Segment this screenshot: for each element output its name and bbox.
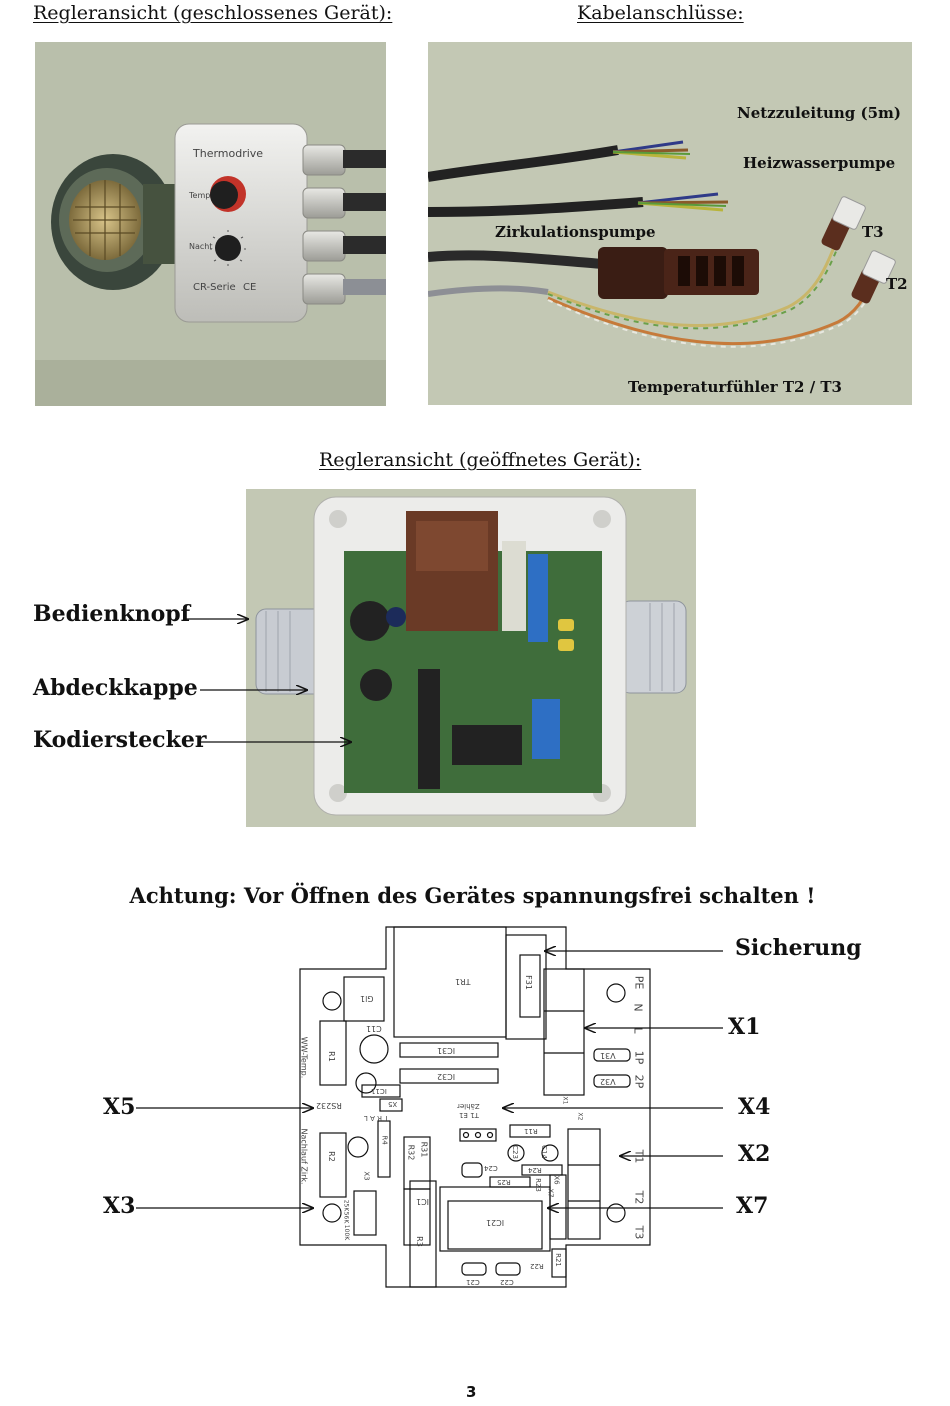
pcb-c22: C22 bbox=[500, 1278, 514, 1286]
page-number: 3 bbox=[466, 1383, 477, 1401]
pcb-c21: C21 bbox=[466, 1278, 480, 1286]
label-t2: T2 bbox=[886, 275, 908, 293]
pcb-n: N bbox=[631, 1003, 645, 1012]
pcb-t1: T1 bbox=[632, 1149, 646, 1164]
photo-cable-connections: Netzzuleitung (5m) Heizwasserpumpe Zirku… bbox=[427, 42, 912, 405]
pcb-x3: X3 bbox=[362, 1171, 371, 1181]
pcb-r22: R22 bbox=[530, 1262, 544, 1270]
pcb-t1e1: T1 E1 bbox=[459, 1111, 479, 1119]
pcb-1p: 1P bbox=[632, 1050, 646, 1065]
photo-closed-device: Thermodrive Temp Nacht CR-Serie CE bbox=[35, 42, 386, 406]
pcb-r25: R25 bbox=[497, 1178, 511, 1186]
label-x4: X4 bbox=[738, 1094, 771, 1120]
pcb-zaehler: Zähler bbox=[457, 1102, 480, 1110]
pcb-l: L bbox=[631, 1027, 645, 1034]
photo-opened-device bbox=[246, 489, 696, 827]
pcb-c14: C14 bbox=[539, 1145, 548, 1159]
pcb-ic32: IC32 bbox=[437, 1072, 456, 1081]
label-bedienknopf: Bedienknopf bbox=[33, 601, 191, 627]
pcb-tr1: TR1 bbox=[455, 977, 471, 986]
pcb-c23: C23 bbox=[510, 1145, 519, 1159]
pcb-ic21: IC21 bbox=[486, 1218, 505, 1227]
pcb-layout-diagram bbox=[299, 926, 651, 1288]
pcb-r11: R11 bbox=[524, 1127, 538, 1135]
opened-device-illustration bbox=[255, 496, 687, 816]
pcb-r4: R4 bbox=[380, 1135, 389, 1145]
pcb-r21: R21 bbox=[553, 1253, 562, 1267]
pcb-r31: R31 bbox=[419, 1141, 429, 1158]
label-kodierstecker: Kodierstecker bbox=[33, 727, 207, 753]
pcb-ic31: IC31 bbox=[437, 1046, 456, 1055]
pcb-ic1: IC1 bbox=[416, 1197, 430, 1206]
ce-mark: CE bbox=[243, 282, 257, 293]
pcb-x2: X2 bbox=[576, 1112, 584, 1121]
device-series-label: CR-Serie bbox=[193, 282, 236, 293]
label-heizwasserpumpe: Heizwasserpumpe bbox=[743, 154, 896, 172]
label-abdeckkappe: Abdeckkappe bbox=[33, 675, 198, 701]
caption-cable-connections: Kabelanschlüsse: bbox=[577, 2, 744, 24]
pcb-x1: X1 bbox=[561, 1096, 569, 1105]
device-nacht-label: Nacht bbox=[189, 242, 213, 251]
label-t3: T3 bbox=[862, 223, 884, 241]
label-sicherung: Sicherung bbox=[735, 935, 862, 961]
closed-device-illustration bbox=[35, 123, 386, 406]
pcb-r3: R3 bbox=[414, 1236, 424, 1247]
warning-text: Achtung: Vor Öffnen des Gerätes spannung… bbox=[129, 883, 816, 908]
device-temp-label: Temp bbox=[189, 191, 211, 200]
pcb-t2: T2 bbox=[632, 1190, 646, 1205]
caption-opened-device: Regleransicht (geöffnetes Gerät): bbox=[319, 449, 642, 471]
caption-closed-device: Regleransicht (geschlossenes Gerät): bbox=[33, 2, 393, 24]
pcb-x5: X5 bbox=[388, 1100, 398, 1108]
pcb-rs232: RS232 bbox=[316, 1101, 342, 1110]
pcb-r2: R2 bbox=[326, 1151, 336, 1162]
pcb-c24: C24 bbox=[484, 1164, 498, 1172]
pcb-2p: 2P bbox=[632, 1074, 646, 1089]
pcb-x6: X6 bbox=[552, 1175, 561, 1185]
label-x3: X3 bbox=[103, 1193, 136, 1219]
pcb-r32: R32 bbox=[406, 1144, 416, 1161]
pcb-tral: T R A L bbox=[364, 1114, 389, 1122]
pcb-100k: 100K bbox=[343, 1224, 351, 1241]
pcb-nachlauf-zirk: Nachlauf Zirk. bbox=[299, 1128, 309, 1185]
pcb-f31: F31 bbox=[523, 975, 533, 990]
label-zirkulationspumpe: Zirkulationspumpe bbox=[495, 223, 656, 241]
label-x5: X5 bbox=[103, 1094, 136, 1120]
label-x2: X2 bbox=[738, 1141, 771, 1167]
label-x1: X1 bbox=[728, 1014, 761, 1040]
label-x7: X7 bbox=[736, 1193, 769, 1219]
device-brand: Thermodrive bbox=[193, 147, 264, 160]
pcb-r1: R1 bbox=[326, 1051, 336, 1062]
pcb-c11: C11 bbox=[366, 1024, 382, 1033]
label-temperaturfuehler: Temperaturfühler T2 / T3 bbox=[628, 378, 842, 396]
pcb-v32: V32 bbox=[600, 1077, 616, 1086]
pcb-r23: R23 bbox=[533, 1178, 542, 1192]
pcb-ww-temp: WW-Temp. bbox=[299, 1036, 309, 1079]
pcb-x7: X7 bbox=[546, 1188, 555, 1198]
pcb-gl1: Gl1 bbox=[360, 994, 374, 1003]
pcb-v31: V31 bbox=[600, 1051, 616, 1060]
pcb-t3: T3 bbox=[632, 1225, 646, 1240]
pcb-56k: 56K bbox=[342, 1211, 350, 1224]
pcb-pe: PE bbox=[632, 975, 646, 990]
label-netzzuleitung: Netzzuleitung (5m) bbox=[737, 104, 902, 122]
pcb-ic11: IC11 bbox=[371, 1087, 387, 1095]
cables-illustration bbox=[427, 140, 896, 348]
pcb-r24: R24 bbox=[528, 1166, 542, 1174]
pcb-25k: 25K bbox=[342, 1199, 350, 1212]
